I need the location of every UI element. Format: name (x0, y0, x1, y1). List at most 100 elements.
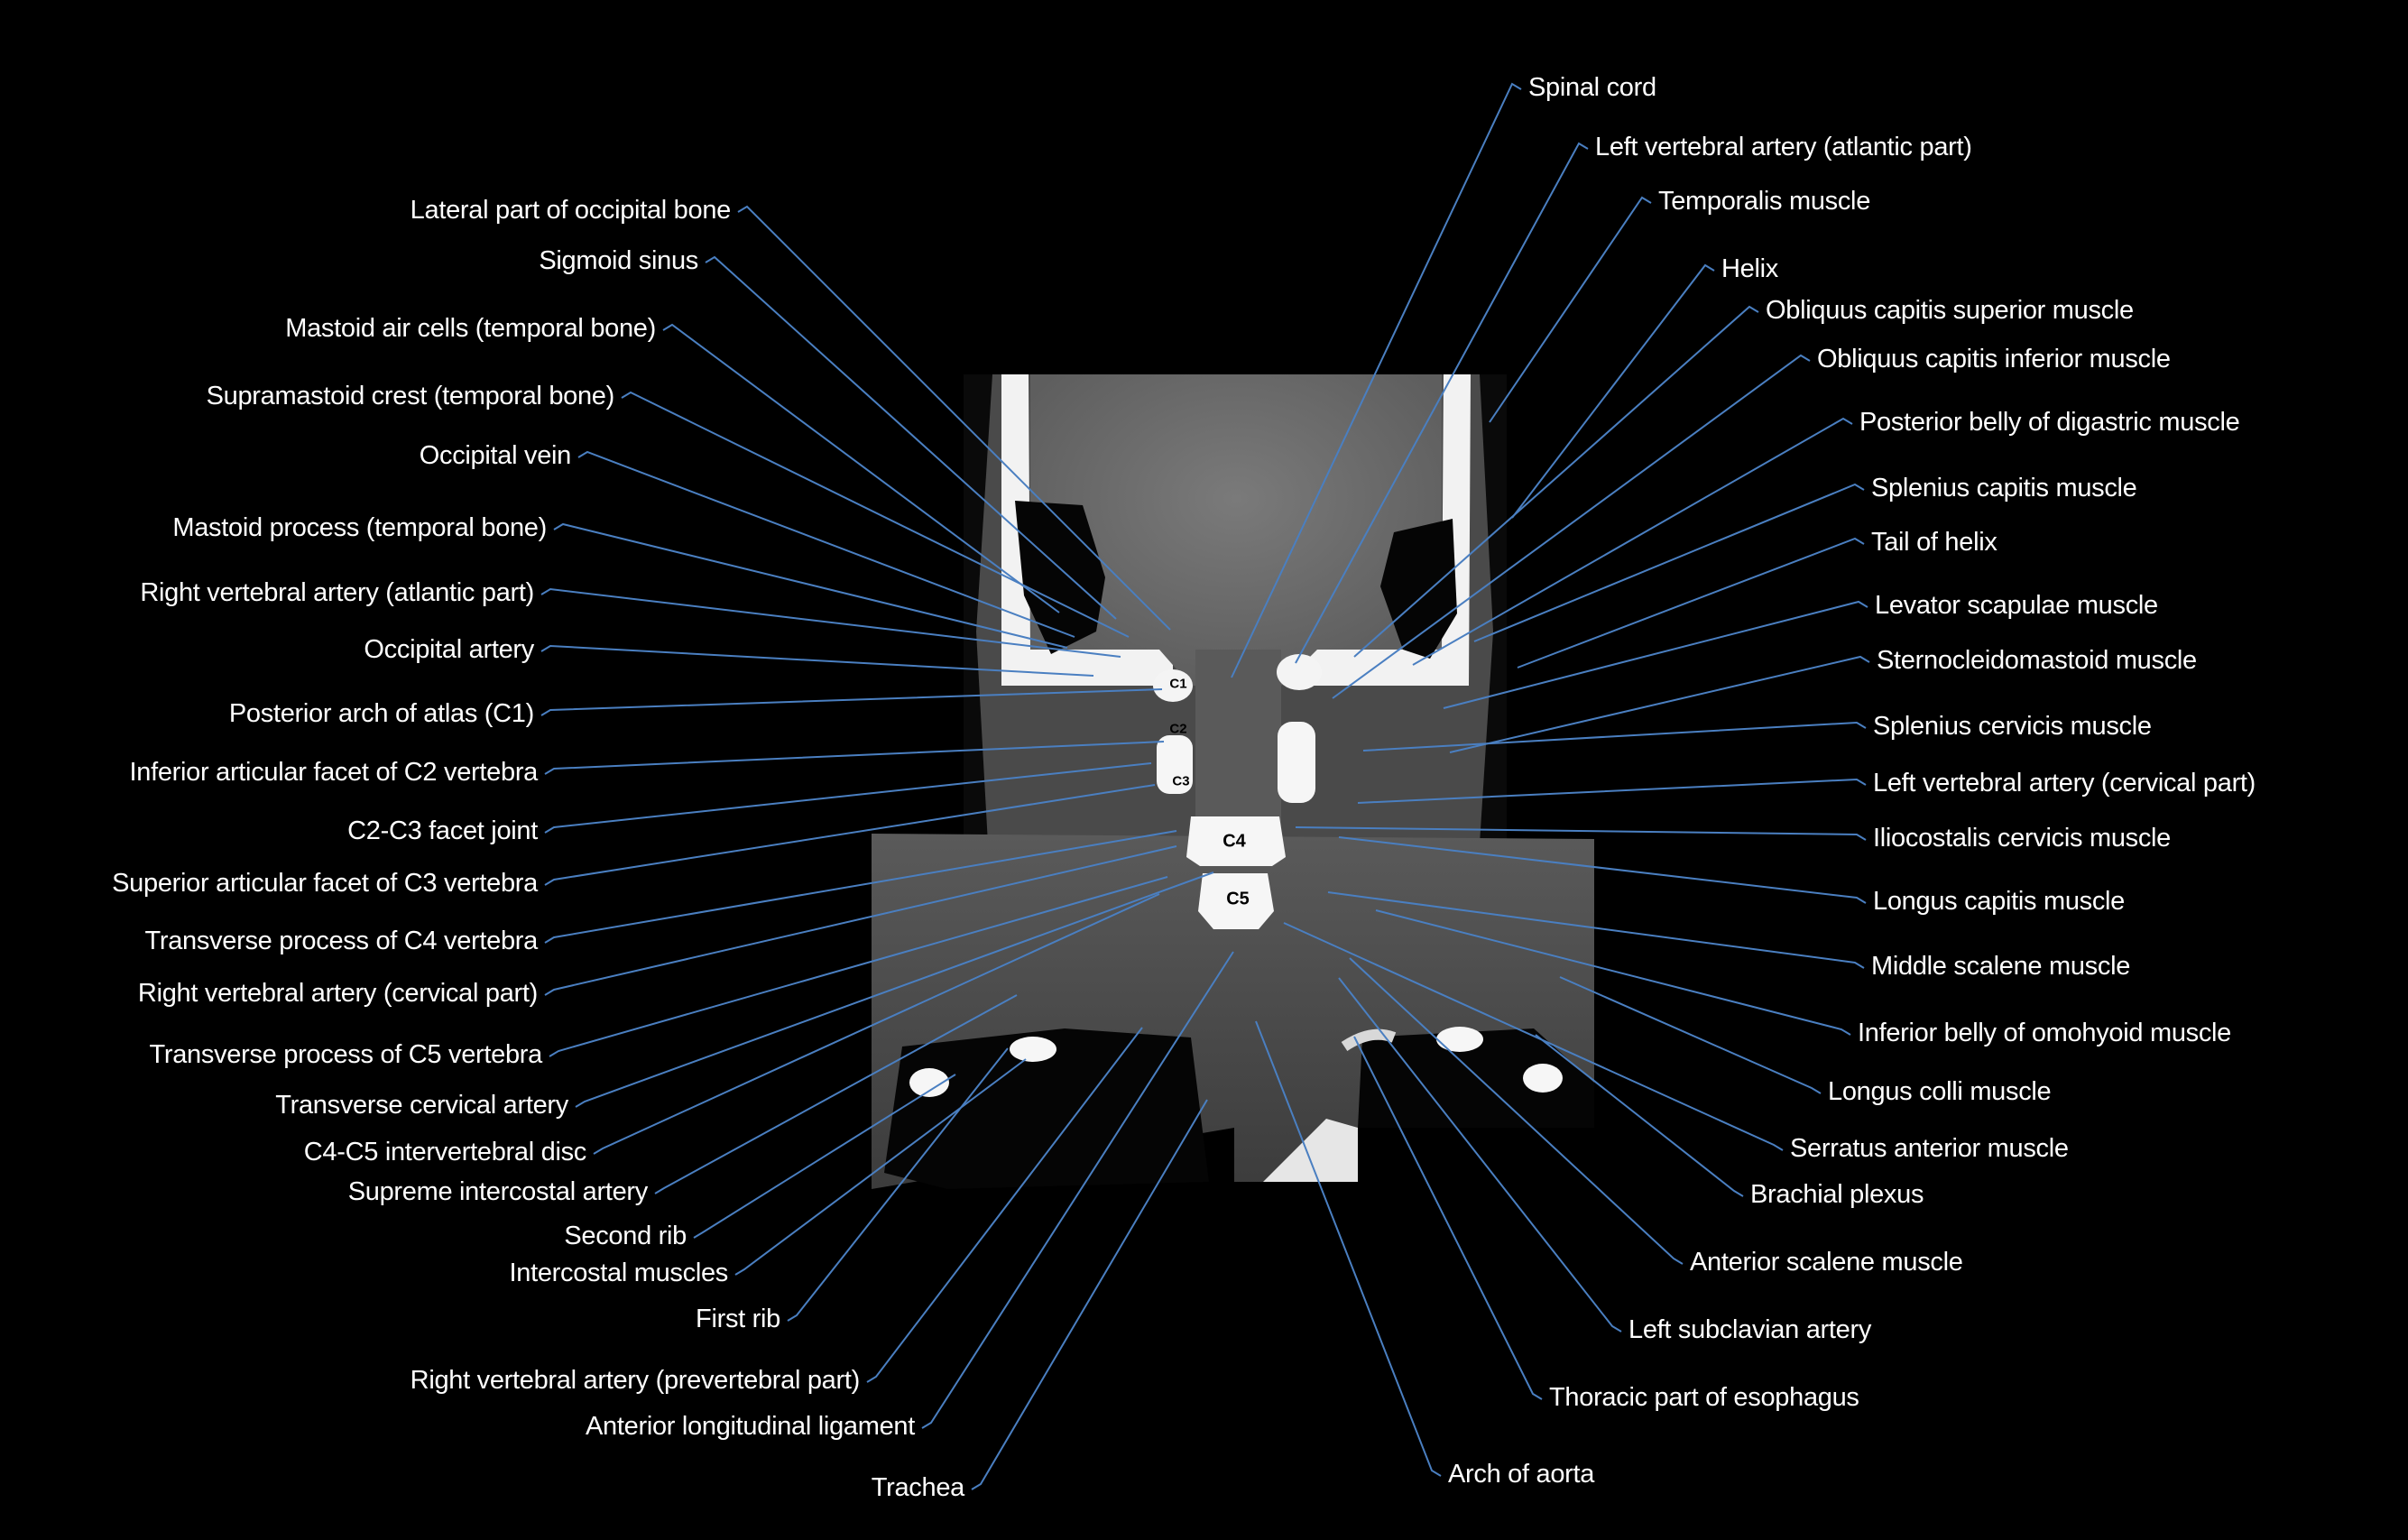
leader-line-c4-c5-intervertebral-disc (593, 893, 1160, 1155)
leader-line-obliquus-capitis-inferior-muscle (1332, 354, 1811, 699)
leader-line-anterior-scalene-muscle (1349, 957, 1684, 1265)
leader-line-levator-scapulae-muscle (1443, 600, 1868, 709)
leader-line-right-vertebral-artery-prevertebral-part (866, 1027, 1143, 1383)
leader-line-trachea (971, 1099, 1208, 1490)
ct-head-panel (964, 374, 1507, 844)
leader-line-mastoid-process-temporal-bone (553, 522, 1068, 649)
leader-line-brachial-plexus (1535, 1034, 1744, 1197)
label-left-vertebral-artery-atlantic-part: Left vertebral artery (atlantic part) (1595, 133, 1972, 161)
label-occipital-artery: Occipital artery (364, 635, 534, 664)
leader-line-iliocostalis-cervicis-muscle (1295, 826, 1867, 841)
vertebra-label-c5: C5 (1226, 889, 1250, 909)
label-spinal-cord: Spinal cord (1528, 73, 1656, 102)
leader-line-sternocleidomastoid-muscle (1449, 655, 1870, 753)
leader-line-thoracic-part-of-esophagus (1353, 1036, 1543, 1400)
leader-line-left-subclavian-artery (1338, 977, 1622, 1333)
leader-line-helix (1511, 263, 1715, 519)
leader-line-posterior-arch-of-atlas-c1 (540, 688, 1163, 716)
label-transverse-process-of-c5-vertebra: Transverse process of C5 vertebra (149, 1040, 543, 1069)
label-iliocostalis-cervicis-muscle: Iliocostalis cervicis muscle (1873, 824, 2172, 853)
leader-line-mastoid-air-cells-temporal-bone (662, 323, 1060, 613)
leader-line-serratus-anterior-muscle (1283, 922, 1784, 1151)
label-tail-of-helix: Tail of helix (1871, 528, 1997, 557)
label-first-rib: First rib (696, 1305, 780, 1333)
label-c2-c3-facet-joint: C2-C3 facet joint (347, 816, 538, 845)
leader-line-longus-colli-muscle (1559, 976, 1822, 1094)
leader-line-left-vertebral-artery-atlantic-part (1295, 142, 1589, 664)
leader-line-sigmoid-sinus (705, 255, 1117, 620)
leader-line-middle-scalene-muscle (1327, 891, 1865, 969)
leader-line-transverse-process-of-c5-vertebra (549, 876, 1168, 1057)
label-helix: Helix (1721, 254, 1778, 283)
vertebra-label-c2: C2 (1169, 721, 1187, 737)
label-c4-c5-intervertebral-disc: C4-C5 intervertebral disc (303, 1138, 587, 1167)
leader-line-posterior-belly-of-digastric-muscle (1412, 417, 1853, 666)
leader-line-intercostal-muscles (734, 1058, 1027, 1276)
ct-neck-panel (872, 816, 1594, 1189)
label-supreme-intercostal-artery: Supreme intercostal artery (347, 1177, 649, 1206)
label-temporalis-muscle: Temporalis muscle (1658, 187, 1871, 216)
label-occipital-vein: Occipital vein (419, 441, 572, 470)
label-longus-capitis-muscle: Longus capitis muscle (1873, 887, 2126, 916)
label-splenius-capitis-muscle: Splenius capitis muscle (1871, 474, 2137, 503)
leader-line-inferior-belly-of-omohyoid-muscle (1375, 909, 1851, 1036)
vertebra-label-c3: C3 (1172, 773, 1190, 789)
label-left-subclavian-artery: Left subclavian artery (1628, 1315, 1872, 1344)
label-levator-scapulae-muscle: Levator scapulae muscle (1875, 591, 2158, 620)
label-transverse-cervical-artery: Transverse cervical artery (275, 1091, 568, 1120)
label-trachea: Trachea (871, 1473, 965, 1502)
vertebra-label-c4: C4 (1222, 831, 1246, 852)
leader-line-obliquus-capitis-superior-muscle (1353, 305, 1759, 658)
leader-line-first-rib (787, 1047, 1009, 1322)
leader-line-longus-capitis-muscle (1338, 836, 1867, 904)
label-serratus-anterior-muscle: Serratus anterior muscle (1790, 1134, 2069, 1163)
leader-line-occipital-artery (540, 644, 1094, 677)
leader-line-c2-c3-facet-joint (544, 762, 1152, 834)
leader-line-spinal-cord (1231, 82, 1522, 678)
leader-line-lateral-part-of-occipital-bone (737, 205, 1171, 631)
label-arch-of-aorta: Arch of aorta (1448, 1460, 1595, 1489)
label-mastoid-process-temporal-bone: Mastoid process (temporal bone) (172, 513, 547, 542)
label-obliquus-capitis-inferior-muscle: Obliquus capitis inferior muscle (1817, 345, 2171, 373)
label-supramastoid-crest-temporal-bone: Supramastoid crest (temporal bone) (206, 382, 615, 410)
leader-line-left-vertebral-artery-cervical-part (1357, 778, 1867, 804)
label-anterior-scalene-muscle: Anterior scalene muscle (1690, 1248, 1963, 1277)
label-longus-colli-muscle: Longus colli muscle (1828, 1077, 2052, 1106)
leader-line-temporalis-muscle (1489, 196, 1652, 423)
leader-line-supreme-intercostal-artery (654, 994, 1018, 1194)
label-left-vertebral-artery-cervical-part: Left vertebral artery (cervical part) (1873, 769, 2256, 798)
label-obliquus-capitis-superior-muscle: Obliquus capitis superior muscle (1766, 296, 2134, 325)
label-intercostal-muscles: Intercostal muscles (509, 1259, 729, 1287)
leader-line-second-rib (693, 1074, 956, 1239)
label-sternocleidomastoid-muscle: Sternocleidomastoid muscle (1877, 646, 2197, 675)
leader-line-inferior-articular-facet-of-c2-vertebra (544, 741, 1165, 775)
leader-line-arch-of-aorta (1255, 1020, 1442, 1477)
leader-line-right-vertebral-artery-cervical-part (544, 845, 1177, 996)
label-right-vertebral-artery-atlantic-part: Right vertebral artery (atlantic part) (140, 578, 534, 607)
label-lateral-part-of-occipital-bone: Lateral part of occipital bone (410, 196, 732, 225)
label-transverse-process-of-c4-vertebra: Transverse process of C4 vertebra (144, 927, 539, 955)
vertebra-label-c1: C1 (1169, 676, 1187, 692)
label-brachial-plexus: Brachial plexus (1750, 1180, 1924, 1209)
label-thoracic-part-of-esophagus: Thoracic part of esophagus (1549, 1383, 1859, 1412)
label-right-vertebral-artery-prevertebral-part: Right vertebral artery (prevertebral par… (410, 1366, 861, 1395)
label-splenius-cervicis-muscle: Splenius cervicis muscle (1873, 712, 2152, 741)
label-inferior-articular-facet-of-c2-vertebra: Inferior articular facet of C2 vertebra (129, 758, 539, 787)
label-anterior-longitudinal-ligament: Anterior longitudinal ligament (586, 1412, 915, 1441)
leader-line-splenius-cervicis-muscle (1362, 721, 1867, 752)
leader-line-transverse-cervical-artery (575, 871, 1214, 1108)
label-posterior-belly-of-digastric-muscle: Posterior belly of digastric muscle (1859, 408, 2240, 437)
leader-line-tail-of-helix (1517, 537, 1865, 669)
leader-line-occipital-vein (577, 450, 1075, 638)
leader-line-supramastoid-crest-temporal-bone (621, 391, 1130, 638)
label-mastoid-air-cells-temporal-bone: Mastoid air cells (temporal bone) (285, 314, 656, 343)
label-sigmoid-sinus: Sigmoid sinus (539, 246, 698, 275)
leader-lines (540, 82, 1870, 1490)
label-right-vertebral-artery-cervical-part: Right vertebral artery (cervical part) (137, 979, 538, 1008)
label-superior-articular-facet-of-c3-vertebra: Superior articular facet of C3 vertebra (112, 869, 538, 898)
leader-line-transverse-process-of-c4-vertebra (544, 830, 1177, 944)
label-second-rib: Second rib (564, 1222, 687, 1250)
label-inferior-belly-of-omohyoid-muscle: Inferior belly of omohyoid muscle (1858, 1019, 2232, 1047)
